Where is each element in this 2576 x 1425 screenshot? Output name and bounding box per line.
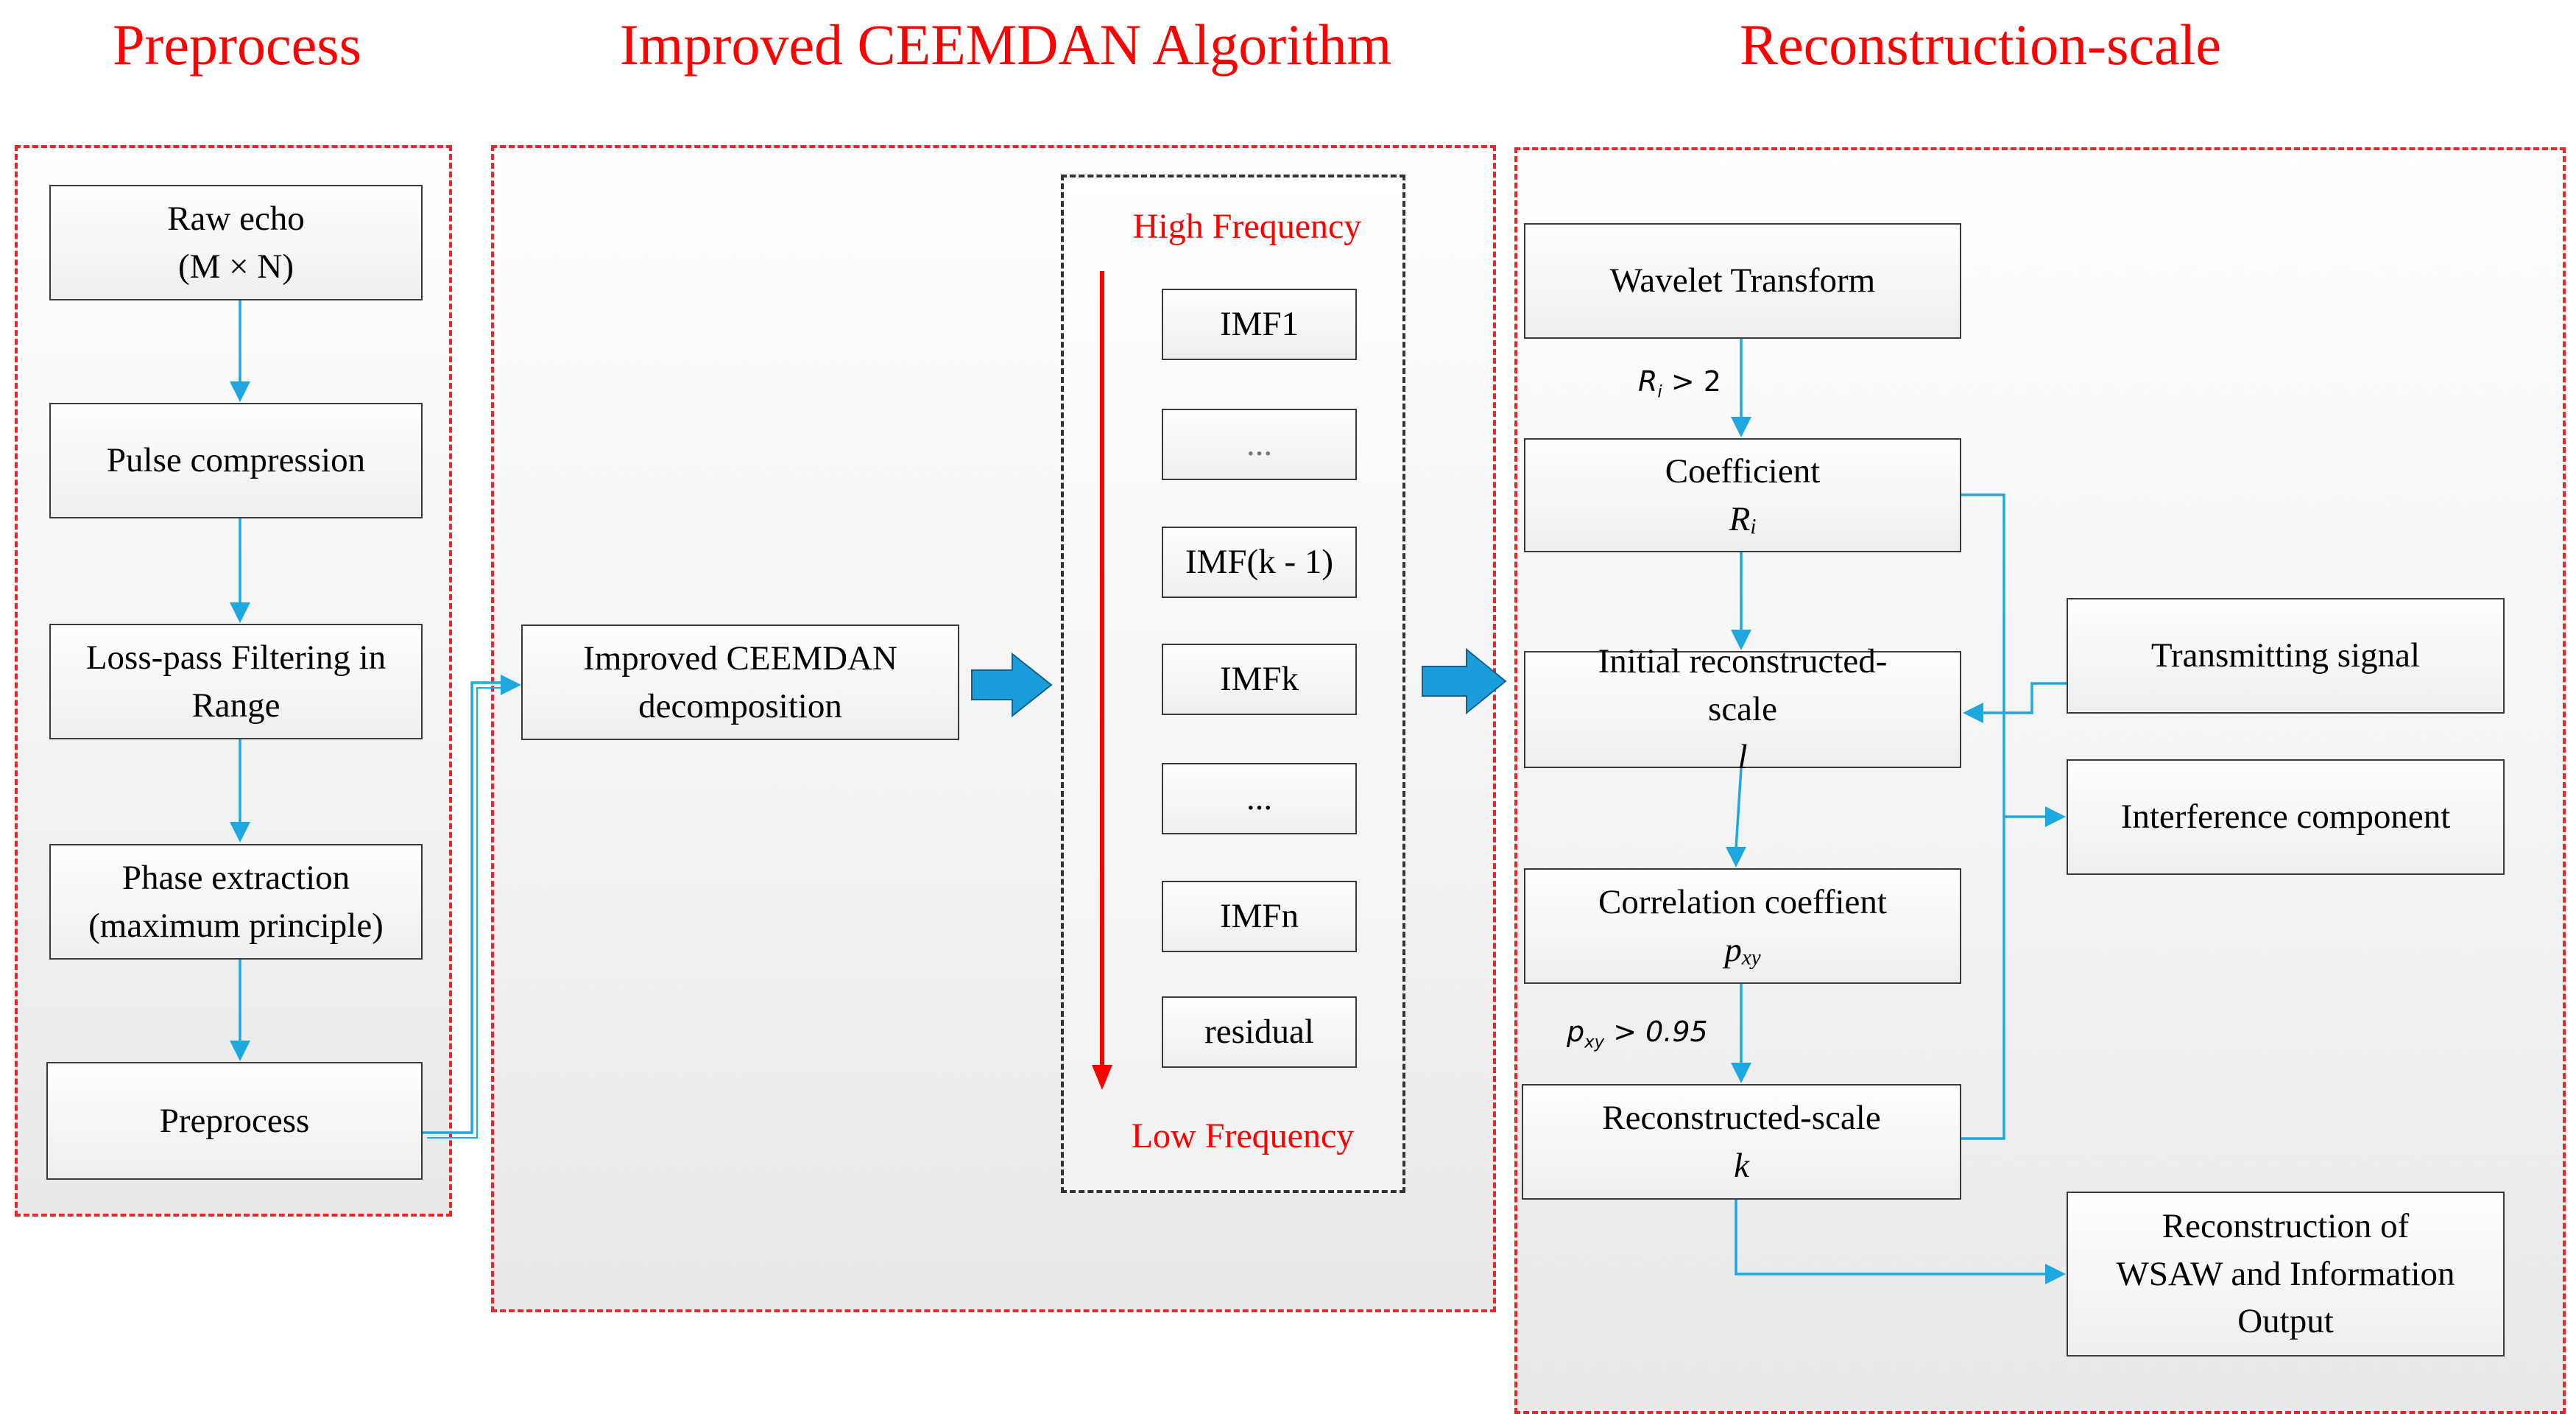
interference-component-box: Interference component [2067,759,2505,875]
reconstructed-scale-box: Reconstructed-scale k [1522,1084,1961,1200]
title-preprocess: Preprocess [113,13,361,77]
condition-ri-label: Ri > 2 [1638,365,1721,402]
imf-box-6: IMFn [1162,881,1357,952]
wavelet-transform-box: Wavelet Transform [1524,223,1961,339]
arrow-preprocess-to-decomp [423,681,508,1134]
correlation-coefficient-box: Correlation coeffient pxy [1524,868,1961,984]
title-reconstruction: Reconstruction-scale [1739,13,2222,77]
big-arrow-imf-to-reconstruction [1422,647,1507,715]
initial-reconstructed-scale-box: Initial reconstructed-scale l [1524,642,1961,776]
phase-extraction-box: Phase extraction(maximum principle) [49,844,423,960]
imf-box-5: ... [1162,763,1357,834]
title-ceemdan: Improved CEEMDAN Algorithm [619,13,1392,77]
imf-box-3: IMF(k - 1) [1162,527,1357,598]
imf-box-1: IMF1 [1162,289,1357,360]
big-arrow-decomp-to-imf [971,652,1053,718]
preprocess-box: Preprocess [46,1062,423,1180]
high-frequency-label: High Frequency [1132,207,1362,246]
pulse-compression-box: Pulse compression [49,403,423,518]
condition-pxy-label: pxy > 0.95 [1567,1016,1708,1052]
low-frequency-label: Low Frequency [1131,1116,1355,1155]
arrow-transmit-to-init [2004,682,2067,714]
imf-box-7: residual [1162,996,1357,1068]
raw-echo-box: Raw echo(M × N) [49,185,423,300]
coefficient-box: Coefficient Ri [1524,438,1961,552]
imf-box-4: IMFk [1162,644,1357,715]
arrow-recon-to-output [1735,1200,2047,1276]
transmitting-signal-box: Transmitting signal [2067,598,2505,714]
imf-box-2: ... [1162,409,1357,480]
bus-coef-to-recon [1961,493,2005,1140]
arrow-init-to-corr [1735,767,1743,849]
frequency-arrowhead [1092,1065,1112,1090]
